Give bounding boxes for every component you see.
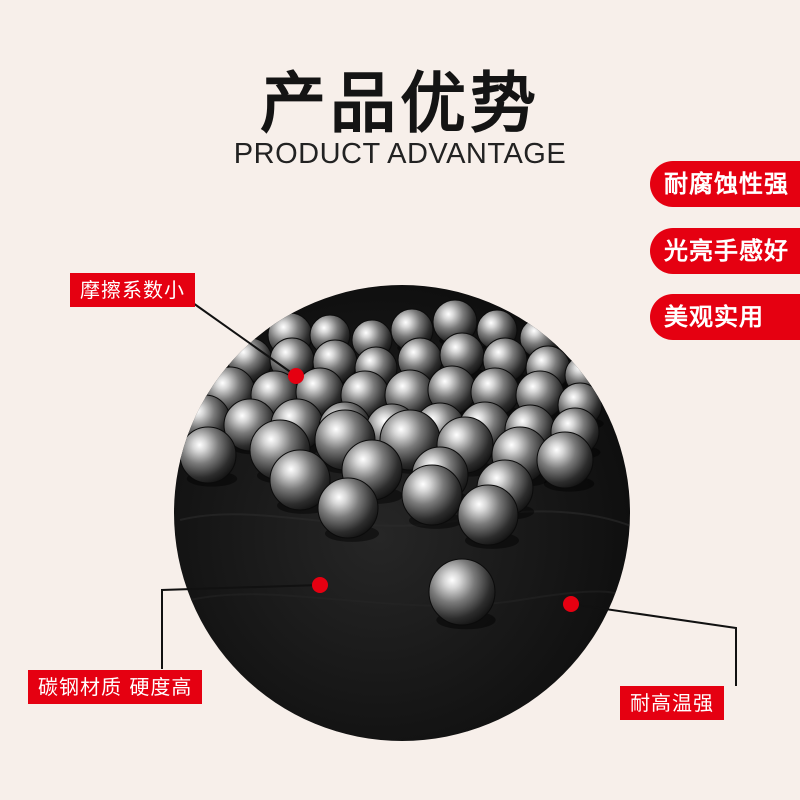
callout-label-material: 碳钢材质 硬度高 [28, 670, 203, 704]
steel-ball [401, 464, 463, 526]
callout-label-friction: 摩擦系数小 [70, 273, 195, 307]
steel-ball [428, 558, 496, 626]
callout-lines [161, 302, 737, 686]
steel-ball [317, 477, 379, 539]
advantage-tab-practical: 美观实用 [650, 294, 800, 340]
callout-label-heat: 耐高温强 [620, 686, 724, 720]
steel-balls-cluster [179, 299, 630, 630]
advantage-tab-gloss: 光亮手感好 [650, 228, 800, 274]
advantage-tab-corrosion: 耐腐蚀性强 [650, 161, 800, 207]
callout-dot-material [312, 577, 328, 593]
steel-ball [536, 431, 594, 489]
steel-ball [179, 426, 237, 484]
page-title: 产品优势 [260, 65, 540, 142]
steel-ball [269, 449, 331, 511]
photo-circle [174, 285, 630, 741]
callout-dot-heat [563, 596, 579, 612]
steel-ball [457, 484, 519, 546]
page-subtitle: PRODUCT ADVANTAGE [233, 138, 567, 170]
callout-dot-friction [288, 368, 304, 384]
